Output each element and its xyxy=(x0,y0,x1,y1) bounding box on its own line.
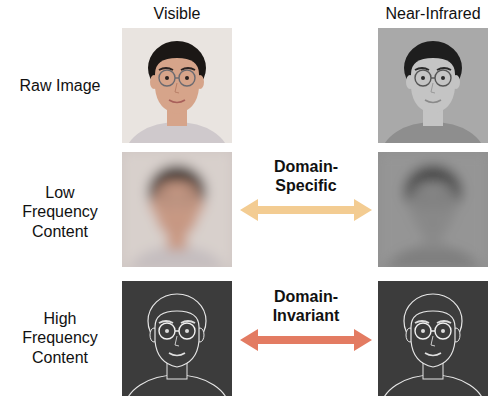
visible-high-frequency-image xyxy=(122,281,232,399)
column-heading: Visible xyxy=(107,4,247,23)
domain-invariant-arrow xyxy=(240,329,372,351)
nir-low-frequency-image xyxy=(378,152,488,267)
relation-label: Domain-Invariant xyxy=(258,287,354,325)
row-label: High Frequency Content xyxy=(10,309,110,367)
column-heading: Near-Infrared xyxy=(368,4,498,23)
visible-low-frequency-image xyxy=(122,152,232,267)
row-label: Raw Image xyxy=(5,76,115,95)
relation-label: Domain-Specific xyxy=(258,157,354,195)
row-label: Low Frequency Content xyxy=(10,183,110,241)
domain-specific-arrow xyxy=(240,199,372,221)
nir-high-frequency-image xyxy=(378,281,488,399)
